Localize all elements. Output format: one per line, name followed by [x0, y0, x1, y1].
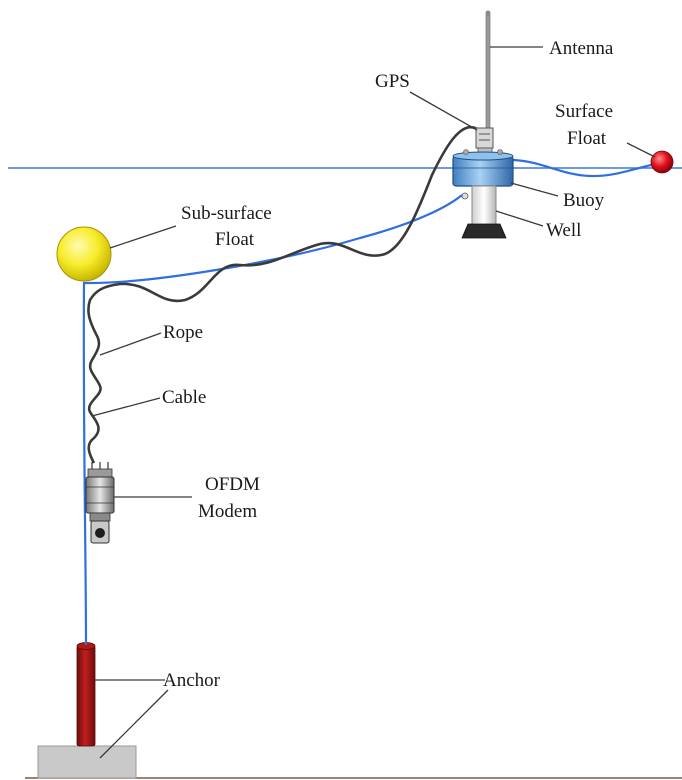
antenna-label: Antenna — [549, 38, 614, 59]
ofdm-modem — [85, 462, 115, 544]
subsurface-float — [56, 226, 112, 282]
surface-float-leader — [626, 142, 656, 158]
modem-label-line2: Modem — [198, 501, 257, 522]
cable-label: Cable — [162, 387, 206, 408]
subsurface-float-label-line1: Sub-surface — [181, 203, 272, 224]
surface-float-label-line2: Float — [567, 128, 607, 149]
anchor-leader-diagonal — [99, 689, 169, 759]
anchor-base — [37, 745, 137, 779]
gps-unit — [475, 127, 494, 149]
rope-leader — [99, 332, 162, 356]
subsurface-float-label-line2: Float — [215, 229, 255, 250]
antenna-tip — [485, 10, 491, 16]
surface-float-label-line1: Surface — [555, 101, 613, 122]
subsurface-float-leader — [109, 225, 177, 249]
cable-leader — [91, 397, 161, 417]
surface-float — [650, 150, 674, 174]
well-label: Well — [546, 220, 581, 241]
anchor-pole — [76, 645, 96, 747]
rope-line — [87, 125, 489, 464]
anchor-label: Anchor — [163, 670, 221, 691]
gps-leader — [409, 91, 478, 131]
cable-line — [82, 194, 463, 646]
rope-label: Rope — [163, 322, 203, 343]
buoy-well — [471, 185, 497, 227]
surface-float-line — [509, 158, 661, 178]
modem-label-line1: OFDM — [205, 474, 260, 495]
well-leader — [495, 210, 544, 227]
antenna-mast — [485, 13, 491, 133]
buoy-label: Buoy — [563, 190, 605, 211]
buoy-well-base — [461, 223, 507, 239]
gps-label: GPS — [375, 71, 410, 92]
buoy-leader — [510, 182, 559, 197]
